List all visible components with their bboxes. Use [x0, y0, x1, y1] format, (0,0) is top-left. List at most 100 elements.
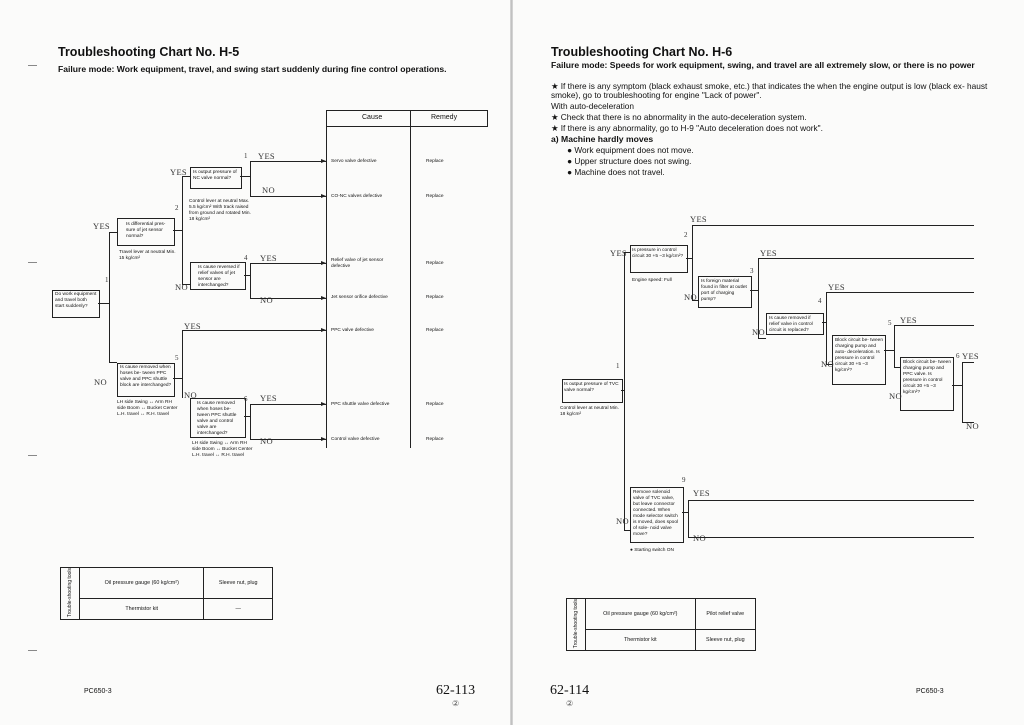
step-number: 2	[175, 204, 179, 212]
remedy-5: Replace	[426, 328, 444, 333]
yes-label: YES	[693, 488, 710, 498]
branch-line	[692, 225, 693, 300]
branch-line	[244, 416, 250, 417]
arrow-head	[321, 159, 326, 163]
branch-line	[182, 330, 183, 398]
branch-line	[624, 252, 625, 530]
branch-line	[250, 263, 251, 298]
page-title: Troubleshooting Chart No. H-5	[58, 45, 240, 59]
arrow-line	[962, 422, 974, 423]
step-number: 1	[244, 152, 248, 160]
footer-model: PC650-3	[916, 688, 944, 695]
question-5: Block circuit be- tween charging pump an…	[835, 338, 883, 373]
question-5: Is cause removed when hoses be- tween PP…	[120, 365, 172, 388]
yes-label: YES	[962, 351, 979, 361]
note-1: ★ If there is any symptom (black exhaust…	[551, 81, 988, 101]
yes-label: YES	[260, 393, 277, 403]
branch-line	[962, 362, 963, 422]
question-5-box	[832, 335, 886, 385]
cause-2: CO-NC valves defective	[331, 194, 383, 199]
branch-line	[240, 176, 250, 177]
question-6-box	[900, 357, 954, 411]
branch-line	[758, 338, 766, 339]
page-number: 62-114	[550, 683, 590, 698]
yes-label: YES	[184, 321, 201, 331]
branch-line	[173, 230, 182, 231]
yes-label: YES	[170, 167, 187, 177]
crop-mark	[28, 650, 37, 651]
question-2: Is differential pres- sure of jet sensor…	[126, 222, 166, 239]
branch-line	[758, 258, 759, 338]
tools-label-cell: Trouble-shooting tools	[60, 566, 80, 621]
no-label: NO	[821, 359, 834, 369]
question-9: Remove solenoid valve of TVC valve, but …	[633, 490, 679, 537]
arrow-line	[688, 537, 974, 538]
question-4: Is cause reversed if relief valves of je…	[198, 265, 240, 288]
yes-label: YES	[760, 248, 777, 258]
step-number: 3	[750, 267, 754, 275]
branch-line	[621, 390, 624, 391]
note-3: ★ If there is any abnormality, go to H-9…	[551, 123, 823, 133]
arrow-line	[250, 196, 326, 197]
question-2-box	[630, 245, 688, 273]
tools-label: Trouble-shooting tools	[67, 568, 73, 618]
arrow-line	[250, 404, 326, 405]
arrow-line	[962, 362, 974, 363]
no-label: NO	[262, 185, 275, 195]
arrow-line	[826, 292, 974, 293]
remedy-1: Replace	[426, 159, 444, 164]
cause-5: PPC valve defective	[331, 328, 374, 333]
header-remedy: Remedy	[431, 114, 458, 121]
arrow-line	[692, 225, 974, 226]
yes-label: YES	[828, 282, 845, 292]
remedy-2: Replace	[426, 194, 444, 199]
question-3-box	[698, 276, 752, 308]
no-label: NO	[693, 533, 706, 543]
branch-line	[173, 378, 182, 379]
step-number: 4	[244, 254, 248, 262]
page-title: Troubleshooting Chart No. H-6	[551, 45, 733, 59]
bullet-text: Upper structure does not swing.	[574, 156, 692, 166]
arrow-line	[688, 500, 974, 501]
branch-line	[826, 292, 827, 364]
branch-line	[688, 500, 689, 537]
no-label: NO	[616, 516, 629, 526]
tool-cell: Thermistor kit	[585, 628, 696, 652]
step-number: 1	[105, 276, 109, 284]
branch-line	[250, 404, 251, 439]
branch-line	[250, 161, 251, 196]
arrow-line	[894, 325, 974, 326]
branch-line	[624, 530, 630, 531]
tools-label: Trouble-shooting tools	[573, 599, 579, 649]
branch-line	[750, 290, 758, 291]
question-2-condition: Travel lever at neutral Min. 15 kg/cm²	[119, 250, 176, 261]
branch-line	[109, 232, 110, 362]
question-1-box	[562, 379, 623, 403]
question-9-box	[630, 487, 684, 543]
branch-line	[692, 300, 698, 301]
arrow-head	[321, 296, 326, 300]
remedy-4: Replace	[426, 295, 444, 300]
bullet-text: Work equipment does not move.	[574, 145, 694, 155]
yes-label: YES	[900, 315, 917, 325]
right-page: Troubleshooting Chart No. H-6 Failure mo…	[512, 0, 1024, 725]
yes-label: YES	[690, 214, 707, 224]
branch-line	[244, 275, 250, 276]
question-6-condition: LH side Swing ↔ Arm RH side Boom ↔ Bucke…	[192, 441, 253, 458]
question-3: Is foreign material found in filter at o…	[701, 279, 747, 302]
branch-line	[826, 364, 832, 365]
divider-line	[410, 110, 411, 448]
step-number: 5	[175, 354, 179, 362]
question-5-box	[117, 363, 175, 397]
branch-line	[182, 284, 190, 285]
arrow-head	[321, 437, 326, 441]
bullet-text: Machine does not travel.	[574, 167, 665, 177]
branch-line	[686, 258, 692, 259]
arrow-line	[250, 439, 326, 440]
failure-mode: Failure mode: Work equipment, travel, an…	[58, 64, 447, 74]
no-label: NO	[889, 391, 902, 401]
question-1-box	[52, 290, 100, 318]
crop-mark	[28, 65, 37, 66]
branch-line	[682, 512, 688, 513]
revision-mark: ②	[566, 699, 574, 708]
